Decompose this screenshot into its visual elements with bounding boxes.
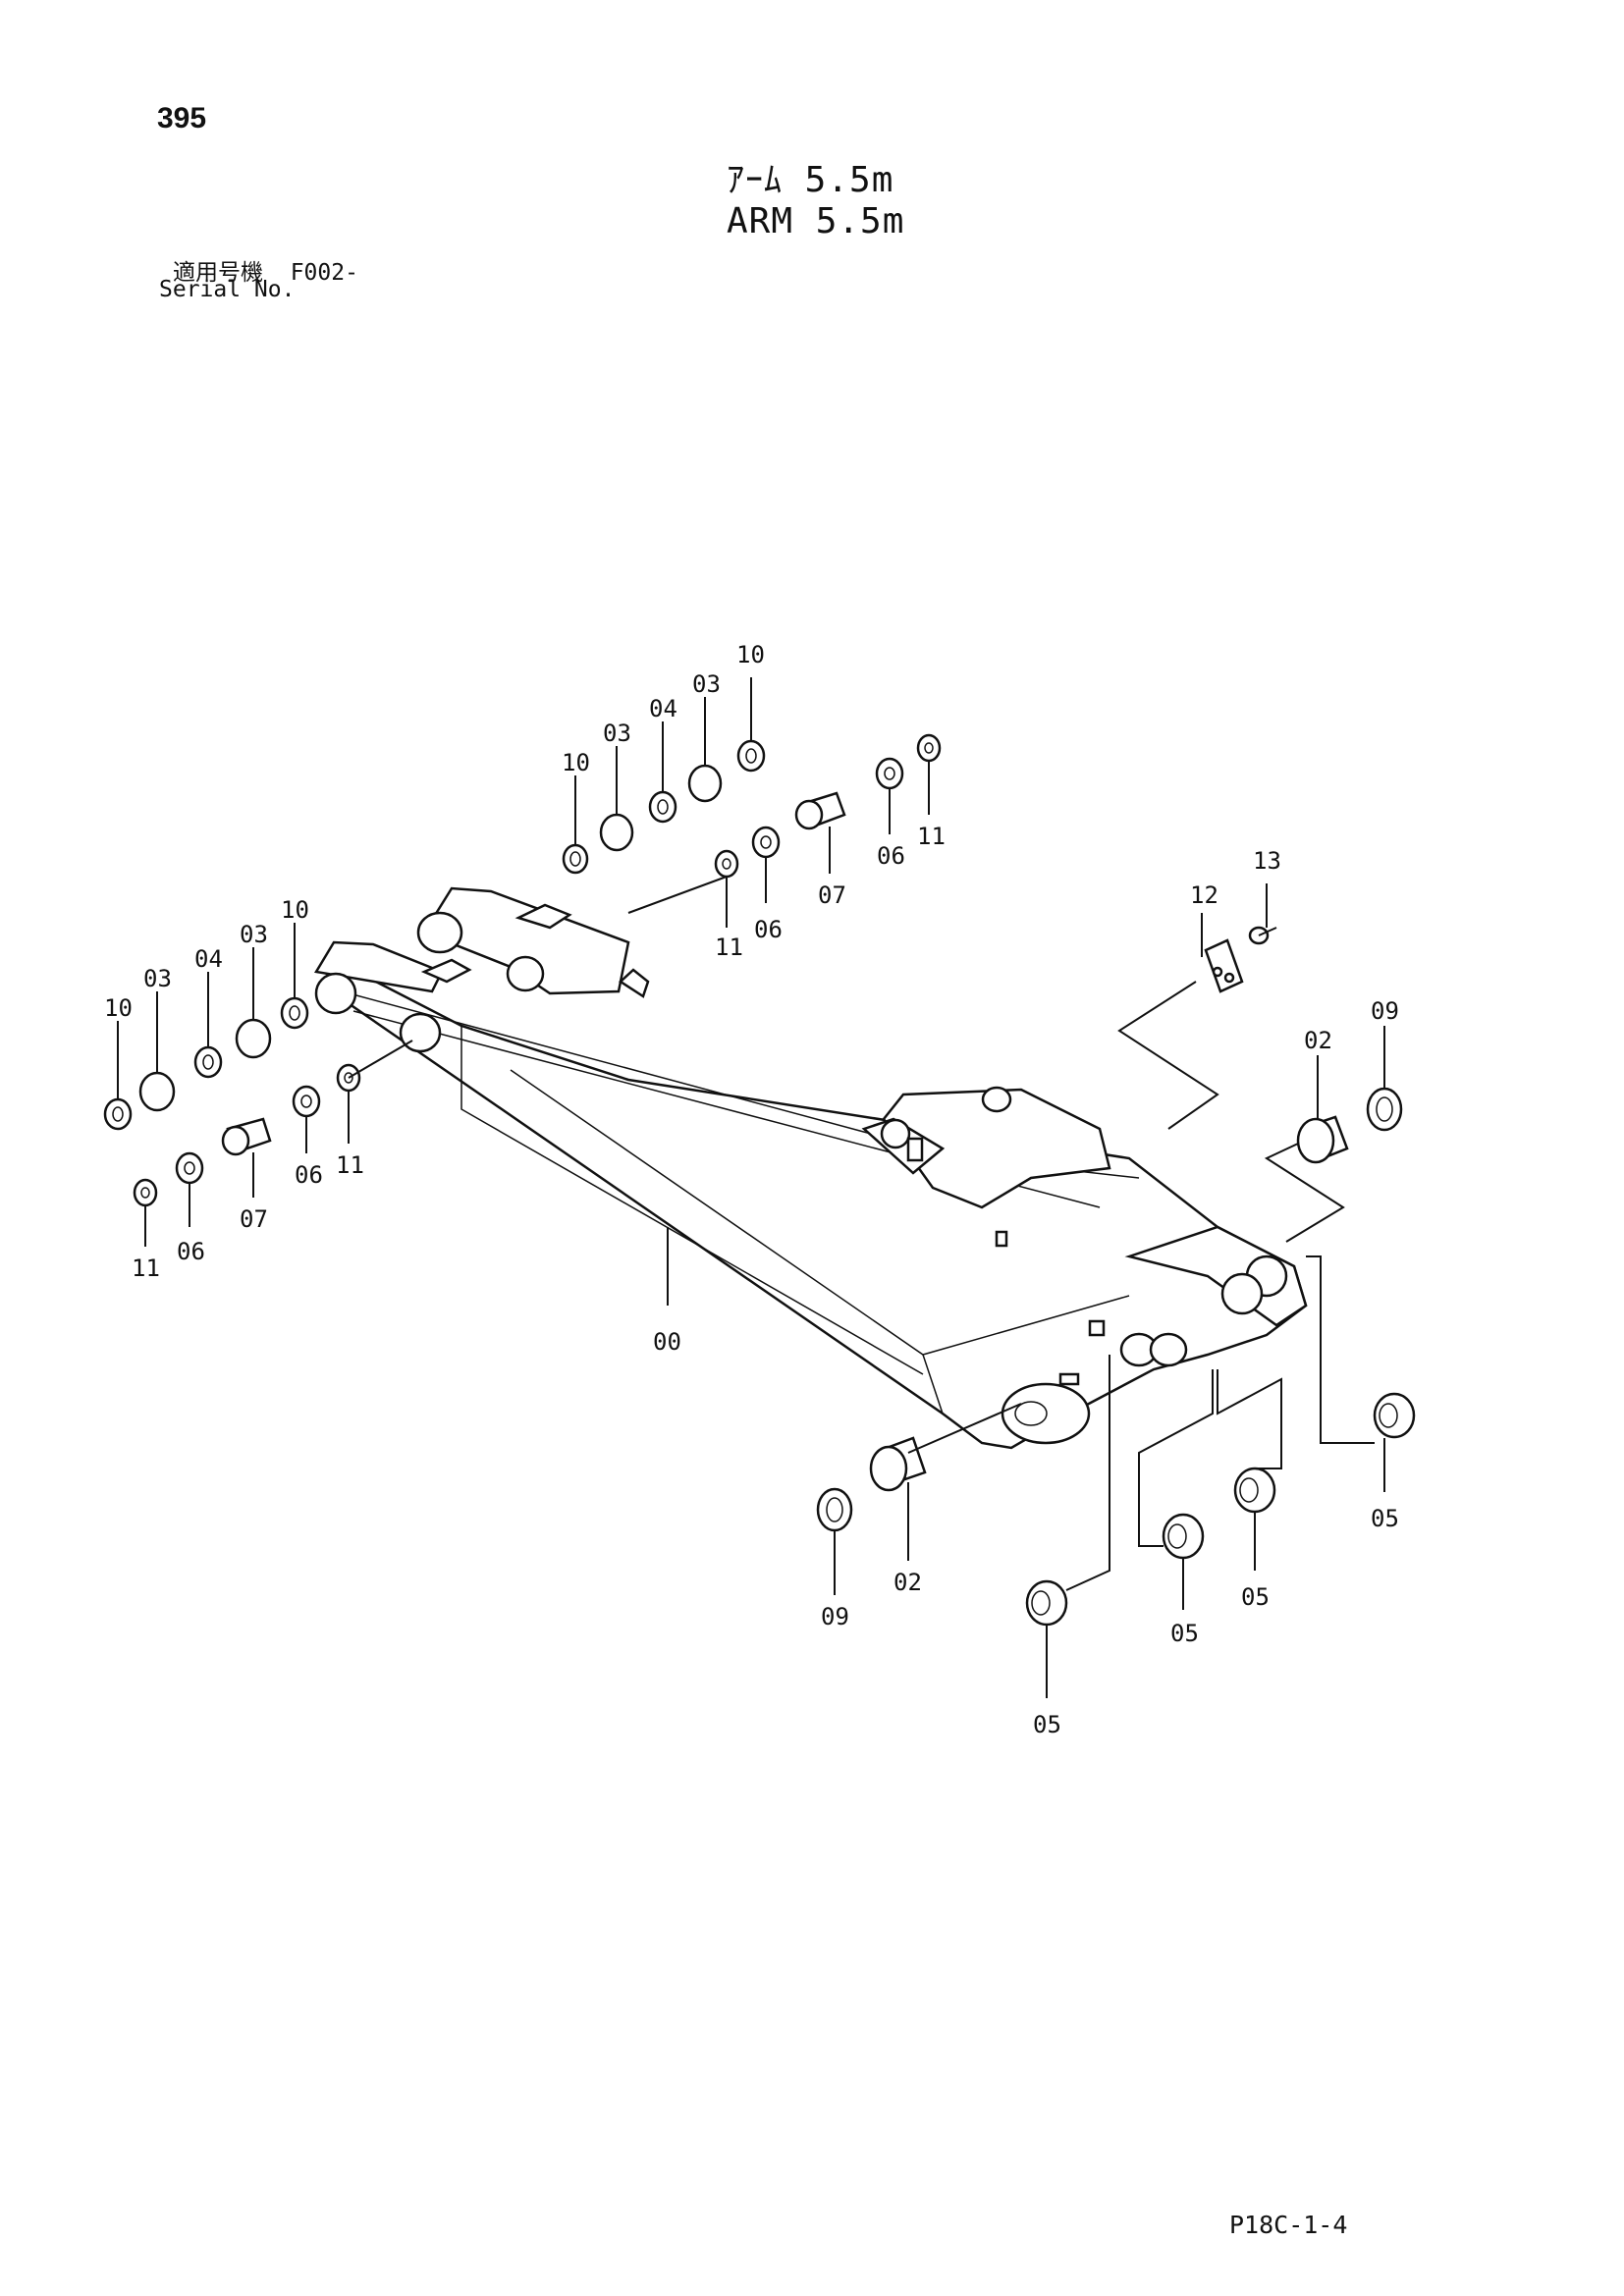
page-number: 395 bbox=[157, 102, 207, 134]
callout-10: 10 bbox=[562, 749, 590, 776]
callout-05: 05 bbox=[1170, 1620, 1199, 1647]
callout-03: 03 bbox=[603, 720, 631, 747]
callout-11: 11 bbox=[917, 823, 946, 850]
title-english: ARM 5.5m bbox=[727, 201, 905, 241]
serial-value: F002- bbox=[290, 260, 358, 286]
callout-00: 00 bbox=[653, 1328, 681, 1356]
callout-10: 10 bbox=[736, 641, 765, 668]
callout-labels: 10 03 04 03 10 11 06 07 06 11 10 03 04 0… bbox=[104, 641, 1399, 1738]
serial-label-japanese: 適用号機 F002- bbox=[173, 253, 358, 287]
left-parts bbox=[103, 996, 361, 1207]
leader-lines bbox=[117, 677, 1385, 1698]
callout-04: 04 bbox=[194, 945, 223, 973]
callout-13: 13 bbox=[1253, 847, 1281, 875]
callout-09: 09 bbox=[1371, 997, 1399, 1025]
callout-05: 05 bbox=[1371, 1505, 1399, 1532]
serial-label-jp-text: 適用号機 bbox=[173, 260, 263, 286]
page-reference: P18C-1-4 bbox=[1229, 2211, 1348, 2239]
callout-04: 04 bbox=[649, 695, 677, 722]
callout-06: 06 bbox=[877, 842, 905, 870]
callout-03: 03 bbox=[240, 921, 268, 948]
callout-03: 03 bbox=[143, 965, 172, 992]
callout-06: 06 bbox=[754, 916, 783, 943]
callout-10: 10 bbox=[104, 994, 133, 1022]
callout-10: 10 bbox=[281, 896, 309, 924]
callout-06: 06 bbox=[177, 1238, 205, 1265]
serial-label-english: Serial No. bbox=[159, 277, 296, 302]
callout-11: 11 bbox=[336, 1151, 364, 1179]
callout-09: 09 bbox=[821, 1603, 849, 1630]
callout-06: 06 bbox=[295, 1161, 323, 1189]
callout-07: 07 bbox=[240, 1205, 268, 1233]
callout-07: 07 bbox=[818, 881, 846, 909]
title-japanese: ｱｰﾑ 5.5m bbox=[727, 160, 894, 200]
callout-11: 11 bbox=[715, 934, 743, 961]
arm-body bbox=[313, 886, 1308, 1450]
callout-11: 11 bbox=[132, 1255, 160, 1282]
callout-05: 05 bbox=[1033, 1711, 1061, 1738]
callout-05: 05 bbox=[1241, 1583, 1270, 1611]
callout-03: 03 bbox=[692, 670, 721, 698]
callout-02: 02 bbox=[1304, 1027, 1332, 1054]
callout-02: 02 bbox=[893, 1569, 922, 1596]
upper-parts bbox=[562, 733, 942, 879]
callout-12: 12 bbox=[1190, 881, 1218, 909]
